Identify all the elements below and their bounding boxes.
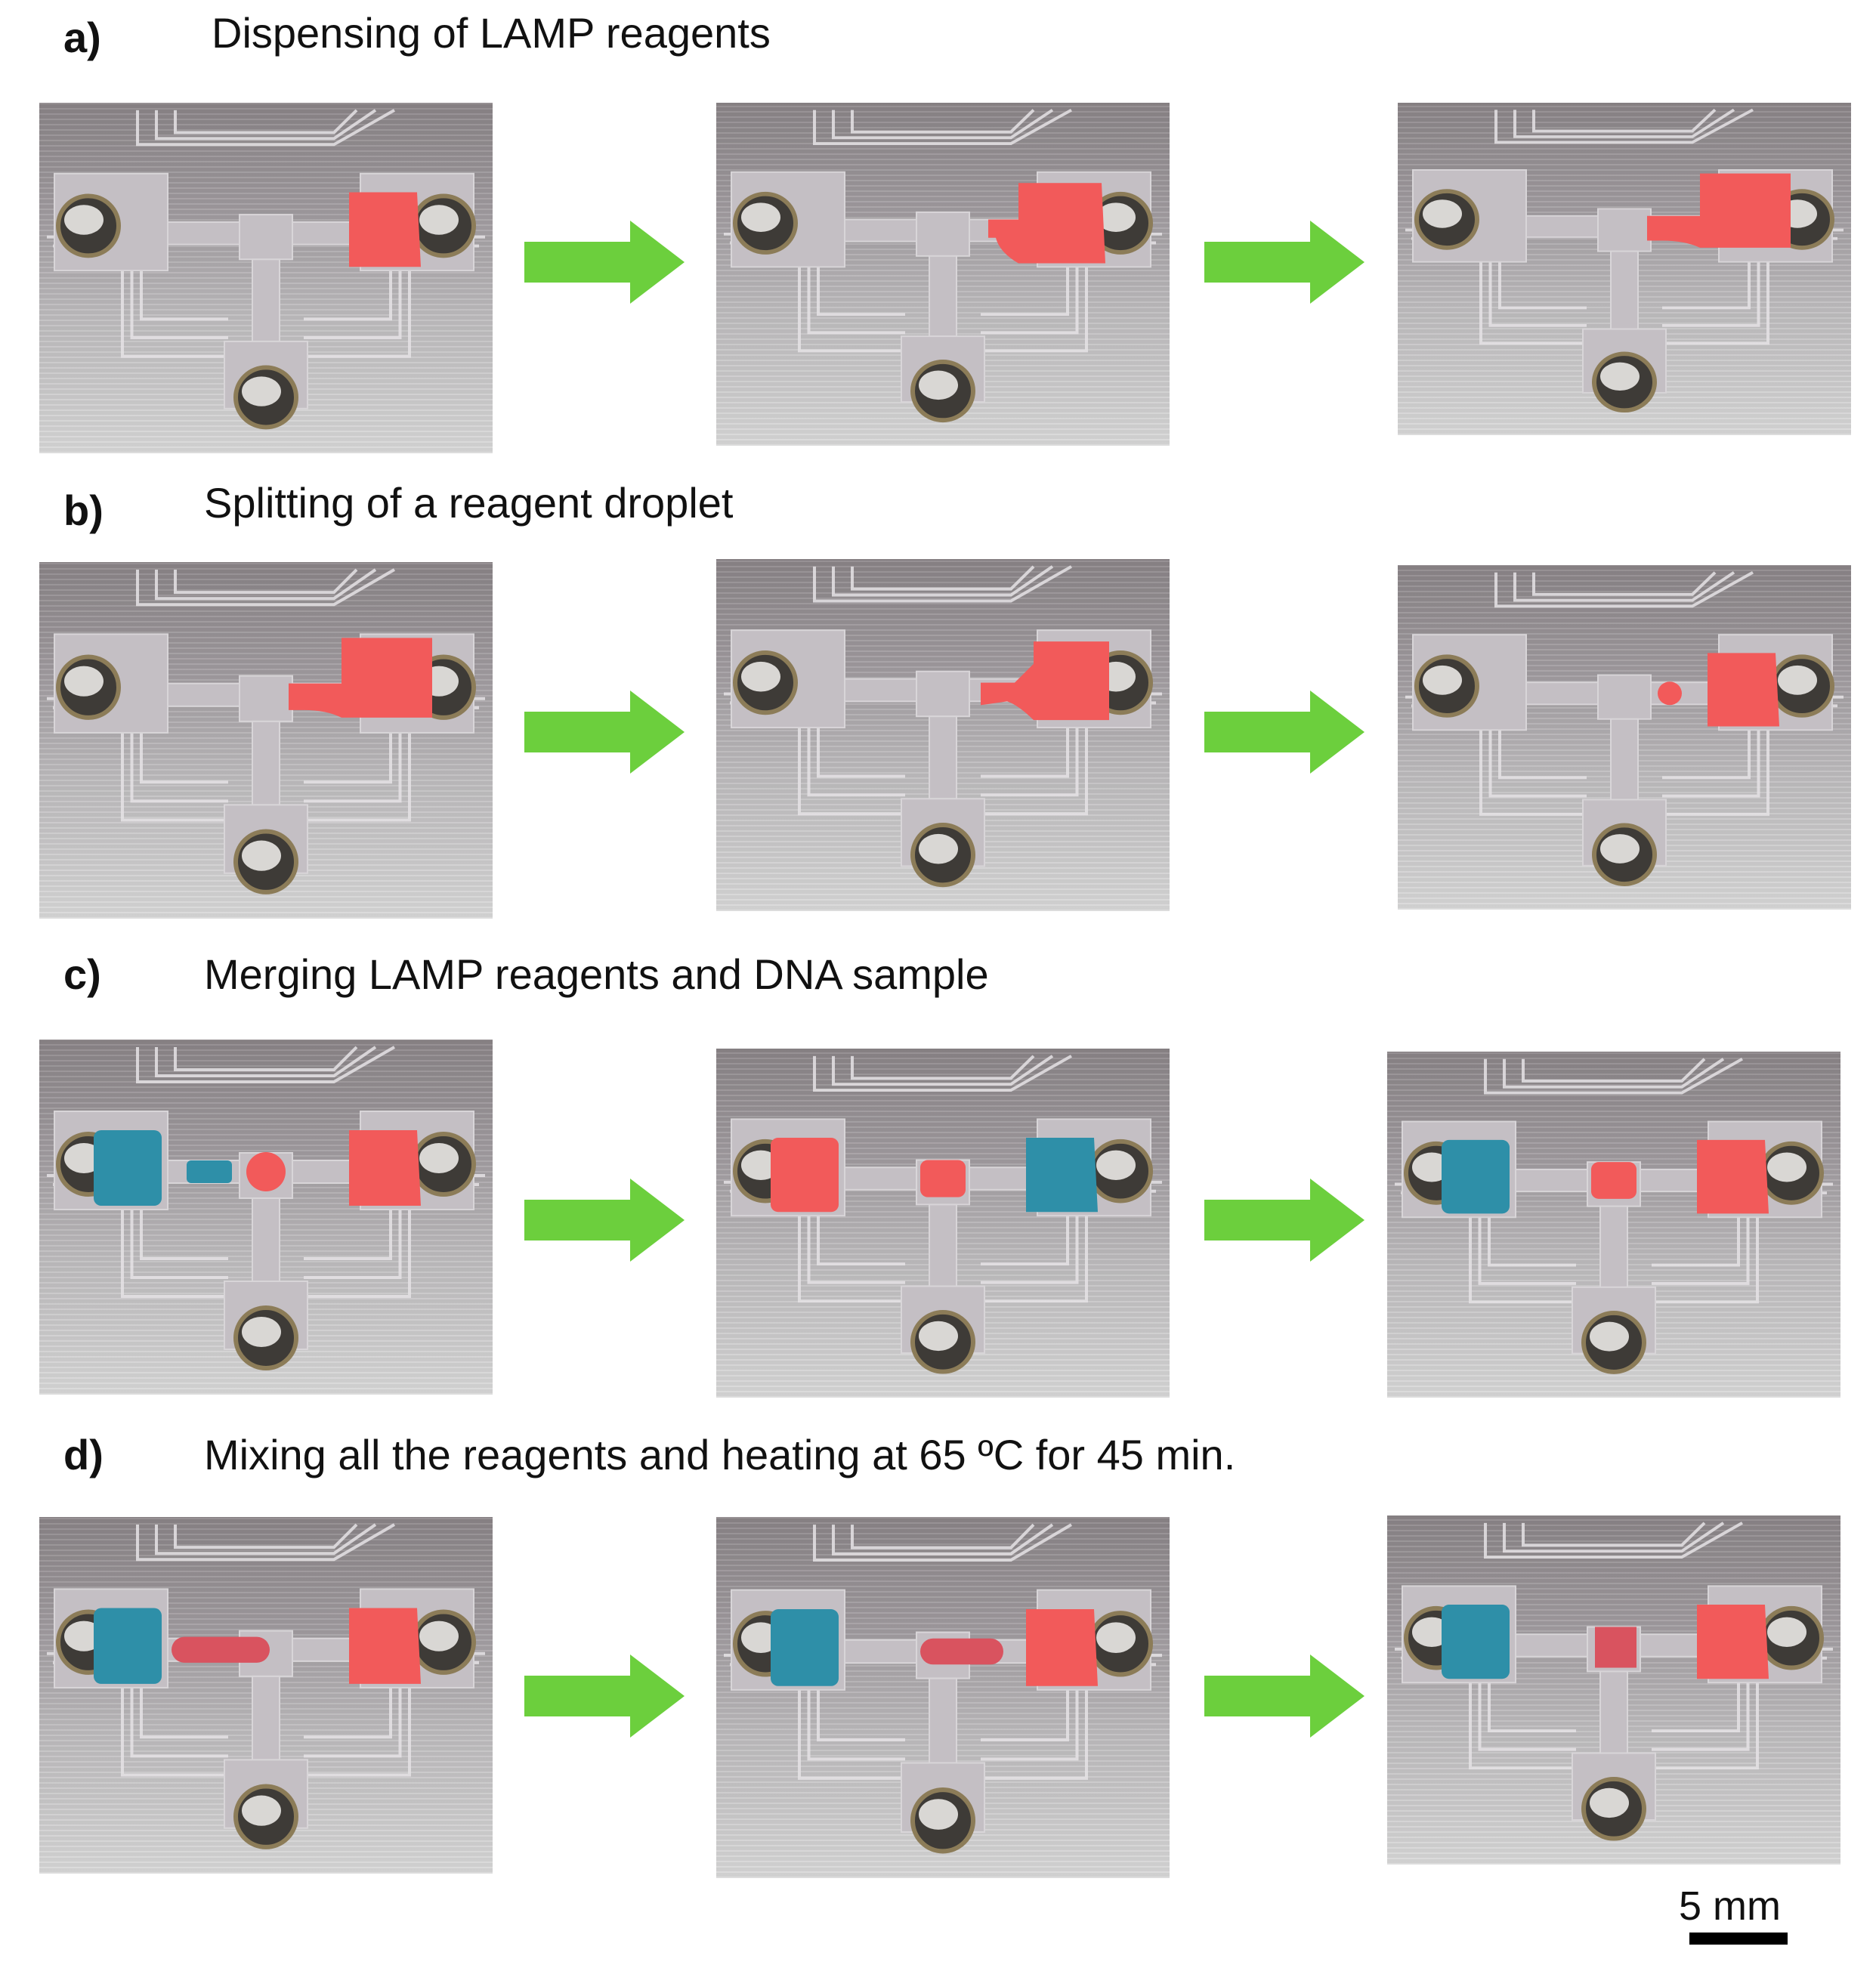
- droplet-red: [981, 641, 1109, 721]
- row-c-frame-1: [39, 1040, 493, 1395]
- row-b-letter: b): [63, 487, 104, 534]
- droplet-red: [1658, 681, 1682, 706]
- left-pad-droplet: [771, 1609, 839, 1686]
- row-b-frame-3: [1398, 565, 1851, 910]
- reservoir-holes: [56, 193, 476, 430]
- row-b-frame-2: [716, 559, 1170, 911]
- droplet-red: [349, 192, 421, 267]
- reservoir-holes: [1404, 1605, 1824, 1841]
- droplet-mix: [1595, 1627, 1636, 1668]
- row-b-frame-1: [39, 562, 493, 919]
- droplet-red: [1708, 653, 1779, 727]
- reservoir-holes: [733, 1139, 1153, 1374]
- chip-drawing: [47, 109, 485, 430]
- row-a-frame-1: [39, 103, 493, 453]
- droplet-red: [349, 1608, 421, 1684]
- chip-drawing: [47, 568, 485, 894]
- chip-drawing: [724, 565, 1162, 888]
- droplet-mix: [172, 1636, 270, 1663]
- row-c-letter: c): [63, 950, 101, 998]
- droplet-red: [1697, 1139, 1769, 1214]
- row-d-frame-1: [39, 1517, 493, 1874]
- row-c-frame-3: [1387, 1052, 1840, 1398]
- droplet-red: [289, 638, 432, 718]
- left-pad-droplet: [1442, 1139, 1510, 1214]
- scale-bar: [1689, 1933, 1788, 1945]
- scale-bar-label: 5 mm: [1679, 1883, 1781, 1929]
- chip-drawing: [724, 1055, 1162, 1374]
- left-pad-droplet: [1442, 1604, 1510, 1679]
- chip-drawing: [47, 1523, 485, 1849]
- row-a-title: Dispensing of LAMP reagents: [212, 9, 771, 57]
- droplet-red: [246, 1152, 286, 1191]
- chip-drawing: [1395, 1522, 1833, 1841]
- droplet-red: [349, 1130, 421, 1206]
- row-a-letter: a): [63, 14, 101, 61]
- arrow-right-icon: [524, 691, 685, 774]
- left-pad-droplet: [94, 1130, 162, 1206]
- chip-drawing: [724, 108, 1162, 423]
- row-d-frame-2: [716, 1517, 1170, 1878]
- droplet-blue: [1026, 1137, 1098, 1213]
- arrow-right-icon: [1204, 691, 1365, 774]
- row-c-frame-2: [716, 1049, 1170, 1398]
- droplet-red: [1026, 1609, 1098, 1686]
- droplet-red: [988, 183, 1105, 264]
- droplet-red: [1647, 173, 1791, 248]
- row-d-letter: d): [63, 1431, 104, 1478]
- arrow-right-icon: [524, 1179, 685, 1262]
- droplet-red: [1591, 1162, 1636, 1199]
- chip-drawing: [724, 1523, 1162, 1854]
- row-b-title: Splitting of a reagent droplet: [204, 479, 734, 527]
- arrow-right-icon: [1204, 1179, 1365, 1262]
- reservoir-holes: [733, 191, 1153, 423]
- left-pad-droplet: [771, 1137, 839, 1213]
- arrow-right-icon: [524, 221, 685, 304]
- chip-drawing: [1395, 1058, 1833, 1374]
- row-d-frame-3: [1387, 1515, 1840, 1865]
- arrow-right-icon: [1204, 1654, 1365, 1738]
- row-d-title: Mixing all the reagents and heating at 6…: [204, 1431, 1236, 1478]
- row-a-frame-3: [1398, 103, 1851, 435]
- droplet-red: [1697, 1604, 1769, 1679]
- row-c-title: Merging LAMP reagents and DNA sample: [204, 950, 989, 998]
- left-pad-droplet: [94, 1608, 162, 1684]
- chip-drawing: [1405, 108, 1844, 413]
- row-a-frame-2: [716, 103, 1170, 446]
- chip-drawing: [1405, 571, 1844, 886]
- droplet-red: [920, 1160, 966, 1197]
- reservoir-holes: [1414, 654, 1834, 886]
- chip-drawing: [47, 1046, 485, 1370]
- droplet-blue: [187, 1160, 232, 1183]
- arrow-right-icon: [1204, 221, 1365, 304]
- arrow-right-icon: [524, 1654, 685, 1738]
- droplet-mix: [920, 1638, 1003, 1665]
